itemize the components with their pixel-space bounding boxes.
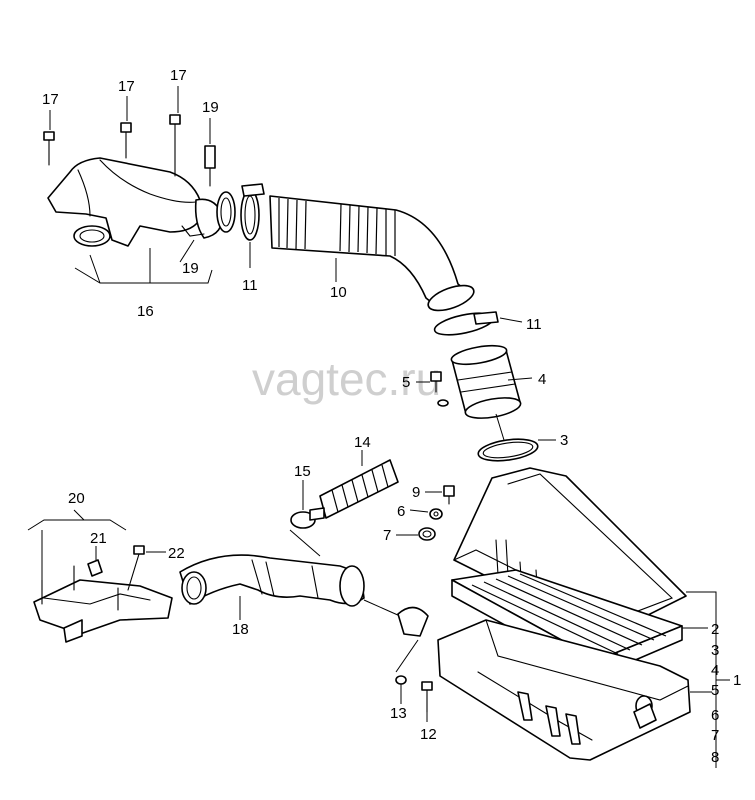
label-4: 4 [538, 371, 546, 388]
bolt-part-9 [443, 485, 455, 505]
hose-clamp-part-15 [290, 507, 325, 529]
label-15: 15 [294, 463, 311, 480]
label-5-list: 5 [711, 682, 719, 699]
label-2: 2 [711, 621, 719, 638]
label-6-list: 6 [711, 707, 719, 724]
air-guide-part-20 [33, 565, 173, 643]
washer-part-6 [429, 508, 443, 520]
label-20: 20 [68, 490, 85, 507]
bolt-part-5 [430, 371, 449, 407]
label-17-a: 17 [42, 91, 59, 108]
clip-part [397, 606, 429, 637]
label-22: 22 [168, 545, 185, 562]
label-7: 7 [383, 527, 391, 544]
label-5: 5 [402, 374, 410, 391]
label-3: 3 [560, 432, 568, 449]
label-4-list: 4 [711, 662, 719, 679]
watermark-text: vagtec.ru [252, 353, 441, 405]
stud-19 [204, 145, 216, 187]
intake-elbow-part-16 [47, 157, 236, 247]
label-8: 8 [711, 749, 719, 766]
label-3-list: 3 [711, 642, 719, 659]
label-17-c: 17 [170, 67, 187, 84]
label-17-b: 17 [118, 78, 135, 95]
label-16: 16 [137, 303, 154, 320]
seal-ring-part-3 [477, 438, 539, 462]
label-14: 14 [354, 434, 371, 451]
label-9: 9 [412, 484, 420, 501]
hose-clamp-part-11-right [433, 311, 499, 336]
grommet-part-7 [418, 527, 436, 541]
bolt-17-b [120, 122, 132, 159]
hose-clamp-part-11-left [240, 183, 265, 241]
bolt-part-12 [421, 681, 433, 713]
label-6: 6 [397, 503, 405, 520]
washer-part-13 [395, 675, 407, 685]
label-13: 13 [390, 705, 407, 722]
bolt-17-c [169, 114, 181, 177]
label-7-list: 7 [711, 727, 719, 744]
mass-air-flow-sensor-part-4 [450, 344, 522, 419]
air-filter-housing-upper [453, 467, 687, 637]
label-18: 18 [232, 621, 249, 638]
air-filter-housing-lower [437, 619, 691, 761]
label-19-a: 19 [202, 99, 219, 116]
label-11-a: 11 [242, 277, 258, 294]
air-duct-part-10 [269, 195, 475, 312]
screw-part-22 [127, 545, 145, 591]
bolt-17-a [43, 131, 55, 166]
label-1: 1 [733, 672, 741, 689]
label-10: 10 [330, 284, 347, 301]
label-21: 21 [90, 530, 107, 547]
label-19-b: 19 [182, 260, 199, 277]
label-12: 12 [420, 726, 437, 743]
intake-hose-part-18 [179, 554, 365, 607]
bellows-hose-part-14 [319, 459, 399, 519]
clip-part-21 [87, 559, 103, 577]
label-11-b: 11 [526, 316, 542, 333]
